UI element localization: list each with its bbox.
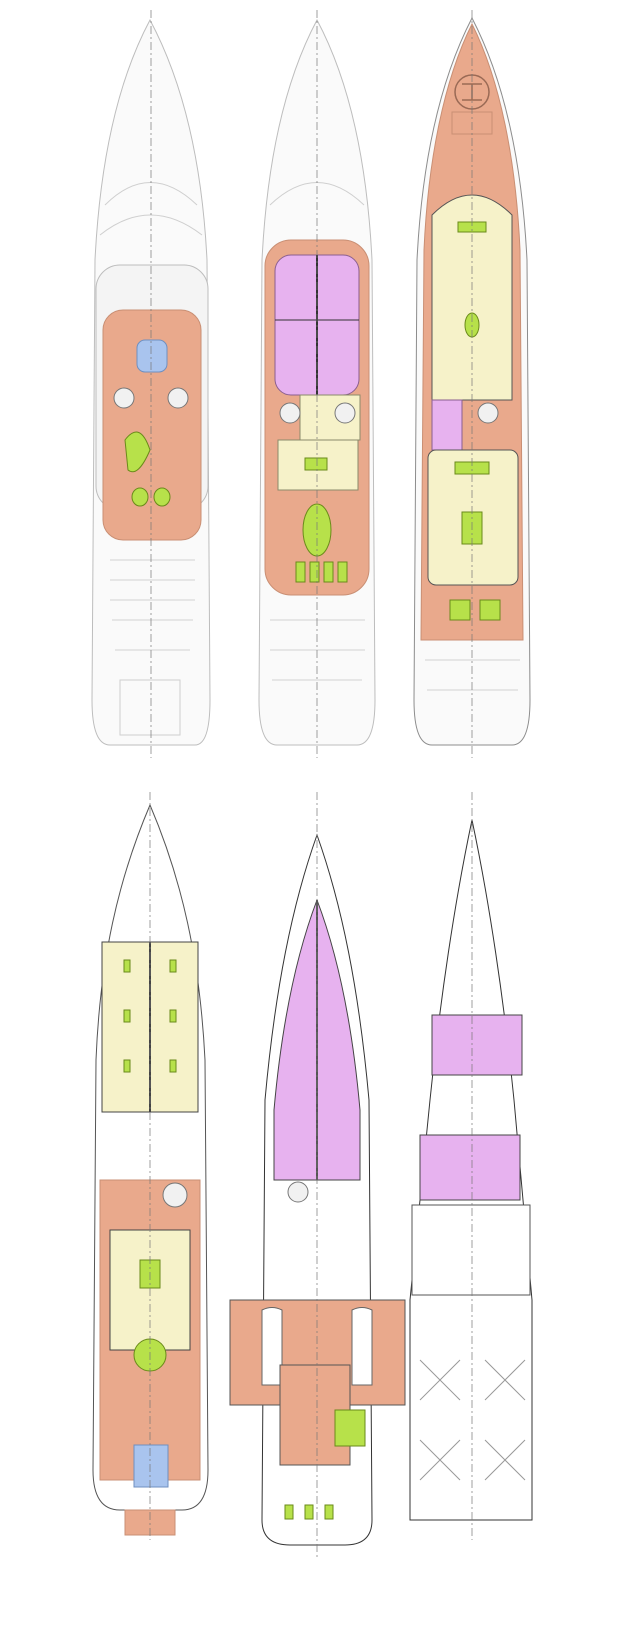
spiral-staircase bbox=[113, 387, 135, 409]
sofa bbox=[334, 1409, 366, 1447]
sunbed bbox=[131, 487, 149, 507]
lower-deck-plan bbox=[229, 833, 406, 1546]
tender-boat bbox=[351, 1307, 373, 1386]
spiral-staircase bbox=[162, 1182, 188, 1208]
sunbed bbox=[309, 561, 320, 583]
sunbed bbox=[479, 599, 501, 621]
aft-deck-steps bbox=[270, 619, 365, 681]
bridge-area bbox=[431, 194, 513, 401]
aft-deck-steps bbox=[110, 559, 195, 651]
swimming-pool bbox=[133, 1444, 169, 1488]
sunbed bbox=[284, 1504, 294, 1520]
bed bbox=[169, 1009, 177, 1023]
bed bbox=[169, 959, 177, 973]
sunbed bbox=[323, 561, 334, 583]
sunbed bbox=[153, 487, 171, 507]
bed bbox=[123, 1059, 131, 1073]
bed bbox=[169, 1059, 177, 1073]
lounge-sofa bbox=[124, 431, 151, 473]
engine-room bbox=[411, 1204, 531, 1296]
teak-deck-area bbox=[102, 309, 202, 541]
crew-area bbox=[431, 1014, 523, 1076]
tender-boat bbox=[261, 1307, 283, 1386]
sunbed bbox=[324, 1504, 334, 1520]
sunbed bbox=[337, 561, 348, 583]
tender-garage-outline bbox=[119, 679, 181, 736]
jacuzzi bbox=[136, 339, 168, 373]
centerlines bbox=[149, 10, 473, 1560]
spiral-staircase bbox=[477, 402, 499, 424]
sunbed bbox=[295, 561, 306, 583]
main-deck-plan bbox=[92, 803, 209, 1536]
sunbed bbox=[449, 599, 471, 621]
foredeck-arc bbox=[99, 214, 203, 236]
spiral-staircase bbox=[287, 1181, 309, 1203]
sunbed bbox=[304, 1504, 314, 1520]
bed bbox=[123, 959, 131, 973]
tank-bay-marking bbox=[419, 1359, 526, 1481]
bed bbox=[123, 1009, 131, 1023]
crew-mess bbox=[419, 1134, 521, 1201]
spiral-staircase bbox=[279, 402, 301, 424]
sofa bbox=[304, 457, 328, 471]
tank-deck-plan bbox=[409, 819, 533, 1521]
aft-deck-steps bbox=[425, 659, 520, 691]
foredeck-arc bbox=[104, 182, 198, 206]
cabin-block bbox=[431, 399, 463, 451]
spiral-staircase bbox=[167, 387, 189, 409]
spiral-staircase bbox=[334, 402, 356, 424]
